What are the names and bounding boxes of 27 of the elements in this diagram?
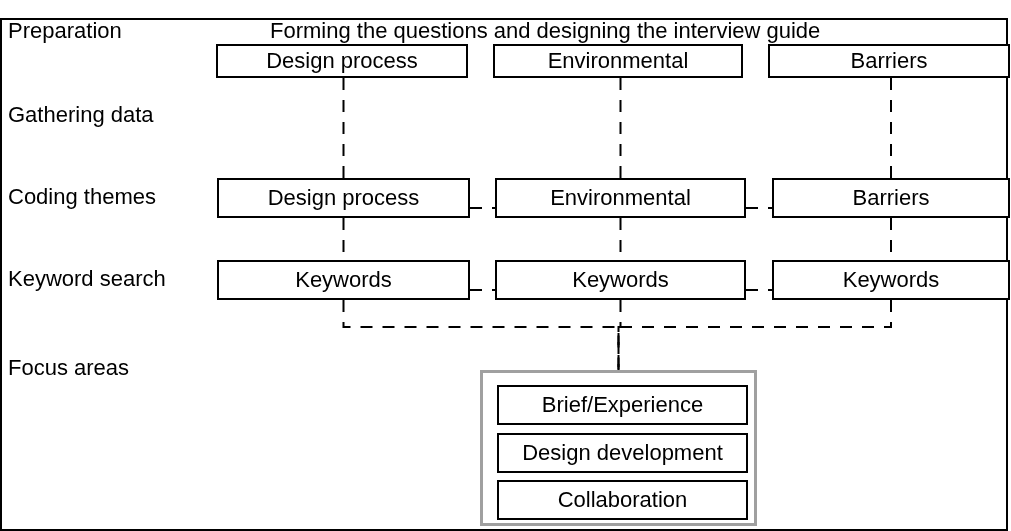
theme-box: Keywords bbox=[495, 260, 746, 300]
theme-box: Design development bbox=[497, 433, 748, 473]
dashed-connector bbox=[745, 207, 773, 209]
theme-box: Environmental bbox=[495, 178, 746, 218]
theme-box: Design process bbox=[216, 44, 468, 78]
group-box bbox=[480, 370, 757, 526]
dashed-connector bbox=[342, 77, 345, 179]
stage-label: Focus areas bbox=[8, 355, 130, 381]
dashed-connector bbox=[619, 77, 622, 179]
theme-box: Barriers bbox=[772, 178, 1010, 218]
dashed-connector bbox=[890, 77, 892, 179]
stage-label: Coding themes bbox=[8, 184, 156, 210]
dashed-connector bbox=[745, 289, 773, 291]
theme-box: Collaboration bbox=[497, 480, 748, 520]
dashed-connector bbox=[469, 289, 496, 291]
dashed-connector bbox=[617, 299, 892, 371]
theme-box: Barriers bbox=[768, 44, 1010, 78]
stage-label: Gathering data bbox=[8, 102, 154, 128]
theme-box: Keywords bbox=[772, 260, 1010, 300]
stage-heading: Forming the questions and designing the interview guide bbox=[270, 18, 821, 44]
stage-label: Preparation bbox=[8, 18, 122, 44]
theme-box: Design process bbox=[217, 178, 470, 218]
dashed-connector bbox=[469, 207, 496, 209]
theme-box: Brief/Experience bbox=[497, 385, 748, 425]
theme-box: Environmental bbox=[493, 44, 743, 78]
theme-box: Keywords bbox=[217, 260, 470, 300]
stage-label: Keyword search bbox=[8, 266, 166, 292]
